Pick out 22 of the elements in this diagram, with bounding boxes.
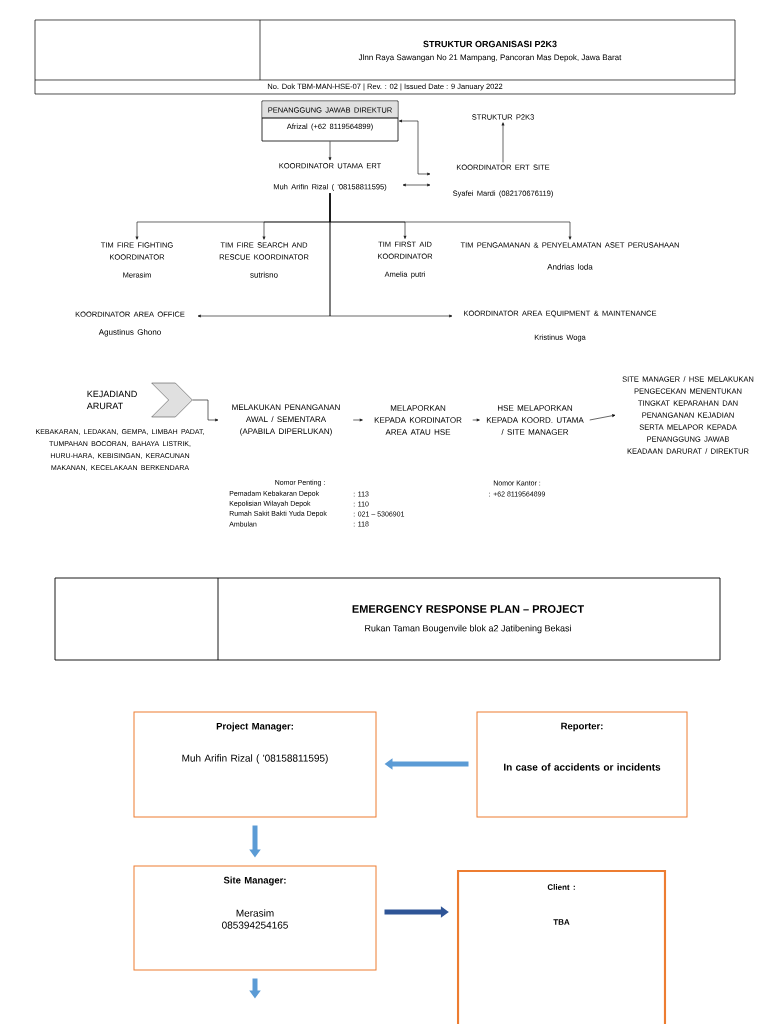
role-box: Client : TBA [456,869,667,1024]
arrow [402,183,431,187]
role-box: Reporter: In case of accidents or incidents [476,711,688,818]
role-box: Project Manager: Muh Arifin Rizal ( '08158811595) [133,711,377,818]
arrow [192,399,219,422]
arrow [501,122,505,163]
arrow [329,192,453,318]
chevron-shape [151,382,193,418]
step-text: MELAPORKAN KEPADA KORDINATOR AREA ATAU HSE [374,405,462,435]
arrow [328,141,332,161]
arrow [472,418,480,422]
role-box: Site Manager: Merasim 085394254165 [133,865,377,971]
plan-title: EMERGENCY RESPONSE PLAN – PROJECT [352,605,584,613]
event-heading: KEJADIAND ARURAT [86,390,137,410]
plan-subtitle: Rukan Taman Bougenvile blok a2 Jatibening Bekasi [365,624,571,634]
title: STRUKTUR ORGANISASI P2K3 [423,40,557,48]
address-text: Jlnn Raya Sawangan No 21 Mampang, Pancoran Mas Depok, Jawa Barat [358,54,622,62]
step-text: HSE MELAPORKAN KEPADA KOORD. UTAMA / SITE MANAGER [486,405,584,435]
arrow [589,414,616,421]
arrow [398,119,431,176]
arrow [352,418,363,422]
step-text: MELAKUKAN PENANGANAN AWAL / SEMENTARA (APABILA DIPERLUKAN) [232,404,340,436]
